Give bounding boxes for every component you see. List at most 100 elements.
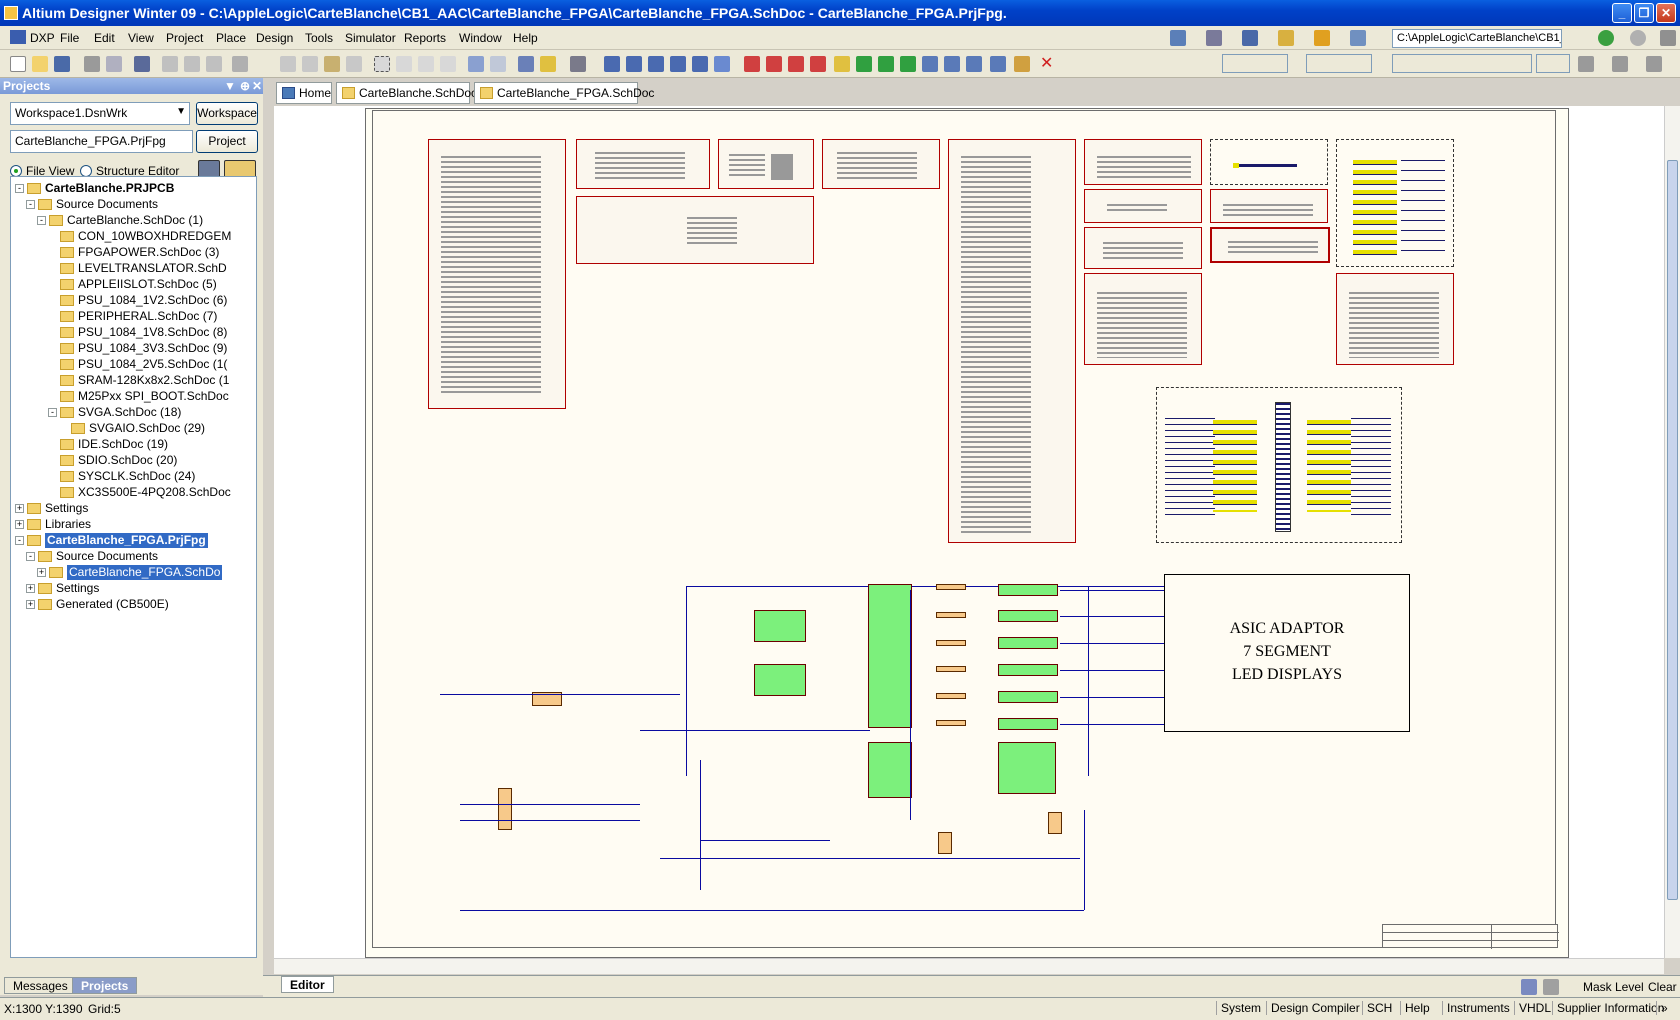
collapse-icon[interactable]: - (26, 200, 35, 209)
print-preview-icon[interactable] (106, 56, 122, 72)
tree-item[interactable]: +Generated (CB500E) (11, 597, 236, 612)
menu-simulator[interactable]: Simulator (345, 31, 396, 45)
vcc-port-2-icon[interactable] (810, 56, 826, 72)
project-button[interactable]: Project (196, 130, 258, 153)
arrange-icon[interactable] (1646, 56, 1662, 72)
tab-messages[interactable]: Messages (4, 977, 77, 994)
tree-item[interactable]: XC3S500E-4PQ208.SchDoc (11, 485, 236, 500)
ground-icon[interactable] (1242, 30, 1258, 46)
tree-item[interactable]: -Source Documents (11, 549, 236, 564)
zoom-fit-icon[interactable] (162, 56, 178, 72)
tree-item[interactable]: FPGAPOWER.SchDoc (3) (11, 245, 236, 260)
paste-icon[interactable] (324, 56, 340, 72)
tree-item[interactable]: SDIO.SchDoc (20) (11, 453, 236, 468)
sheet-symbol-icon[interactable] (856, 56, 872, 72)
tree-item[interactable]: CON_10WBOXHDREDGEM (11, 229, 236, 244)
design-compiler-button[interactable]: Design Compiler (1266, 1001, 1364, 1015)
width-combo[interactable] (1536, 54, 1570, 73)
cut-icon[interactable] (280, 56, 296, 72)
sheet-block[interactable] (576, 139, 710, 189)
tree-item[interactable]: -Source Documents (11, 197, 236, 212)
project-tree[interactable]: -CarteBlanche.PRJPCB-Source Documents-Ca… (10, 176, 257, 958)
port-icon[interactable] (922, 56, 938, 72)
tree-item[interactable]: -CarteBlanche.SchDoc (1) (11, 213, 236, 228)
move-icon[interactable] (396, 56, 412, 72)
select-area-icon[interactable] (374, 56, 390, 72)
workspace-combo[interactable]: Workspace1.DsnWrk ▼ (10, 102, 190, 125)
horizontal-scrollbar[interactable] (274, 958, 1664, 974)
menu-design[interactable]: Design (256, 31, 294, 45)
collapse-icon[interactable]: - (37, 216, 46, 225)
expand-icon[interactable]: + (15, 503, 24, 513)
sheet-block[interactable] (1084, 273, 1202, 365)
menu-help[interactable]: Help (513, 31, 538, 45)
power-port-icon[interactable] (1278, 30, 1294, 46)
net-label-icon[interactable] (1314, 30, 1330, 46)
segment-driver[interactable] (998, 691, 1058, 703)
apple-slot-interface[interactable] (1156, 387, 1402, 543)
tab-projects[interactable]: Projects (72, 977, 138, 994)
sheet-block[interactable] (1084, 189, 1202, 223)
expand-icon[interactable]: + (26, 583, 35, 593)
clear-filter-icon[interactable] (440, 56, 456, 72)
sheet-block-dashed[interactable] (1336, 139, 1454, 267)
tree-item[interactable]: LEVELTRANSLATOR.SchD (11, 261, 236, 276)
sheet-entry-icon[interactable] (878, 56, 894, 72)
tree-item[interactable]: PSU_1084_1V8.SchDoc (8) (11, 325, 236, 340)
tree-item[interactable]: -SVGA.SchDoc (18) (11, 405, 236, 420)
sheet-block[interactable] (1084, 139, 1202, 185)
more-icon[interactable]: » (1656, 1001, 1672, 1015)
device-sheet-icon[interactable] (900, 56, 916, 72)
copy-icon[interactable] (302, 56, 318, 72)
asic-adaptor-block[interactable]: ASIC ADAPTOR 7 SEGMENT LED DISPLAYS (1164, 574, 1410, 732)
new-icon[interactable] (10, 56, 26, 72)
menu-tools[interactable]: Tools (305, 31, 334, 45)
decoder-chip[interactable] (868, 742, 912, 798)
sheet-block[interactable] (428, 139, 566, 409)
help-button[interactable]: Help (1400, 1001, 1434, 1015)
tree-item[interactable]: M25Pxx SPI_BOOT.SchDoc (11, 389, 236, 404)
collapse-icon[interactable]: - (15, 184, 24, 193)
signal-harness-icon[interactable] (692, 56, 708, 72)
decoder-chip[interactable] (868, 584, 912, 728)
flip-flop[interactable] (1048, 812, 1062, 834)
flip-flop[interactable] (938, 832, 952, 854)
place-wire-icon[interactable] (604, 56, 620, 72)
counter-chip[interactable] (754, 610, 806, 642)
collapse-icon[interactable]: - (15, 536, 24, 545)
tree-item[interactable]: SVGAIO.SchDoc (29) (11, 421, 236, 436)
sheet-block-dashed[interactable] (1210, 139, 1328, 185)
sheet-block[interactable] (1084, 227, 1202, 269)
wire-tool-icon[interactable] (1170, 30, 1186, 46)
menu-dxp[interactable]: DXP (30, 31, 55, 45)
tree-item[interactable]: SRAM-128Kx8x2.SchDoc (1 (11, 373, 236, 388)
filter-icon[interactable] (1543, 979, 1559, 995)
sheet-block[interactable] (576, 196, 814, 264)
maximize-button[interactable]: ❐ (1634, 3, 1654, 23)
bus-tool-icon[interactable] (1206, 30, 1222, 46)
tab-carteblanche-fpga-schdoc[interactable]: CarteBlanche_FPGA.SchDoc (474, 82, 654, 104)
zoom-area-icon[interactable] (184, 56, 200, 72)
back-icon[interactable] (1598, 30, 1614, 46)
expand-icon[interactable]: + (15, 519, 24, 529)
sheet-block[interactable] (948, 139, 1076, 543)
tree-item[interactable]: +Libraries (11, 517, 236, 532)
junction-icon[interactable] (670, 56, 686, 72)
font-combo[interactable] (1222, 54, 1288, 73)
tree-item[interactable]: PSU_1084_1V2.SchDoc (6) (11, 293, 236, 308)
tree-item[interactable]: IDE.SchDoc (19) (11, 437, 236, 452)
gnd-port-2-icon[interactable] (766, 56, 782, 72)
options-icon[interactable] (1660, 30, 1676, 46)
menu-place[interactable]: Place (216, 31, 247, 45)
close-button[interactable]: ✕ (1656, 3, 1676, 23)
gnd-port-icon[interactable] (744, 56, 760, 72)
compile-icon[interactable] (134, 56, 150, 72)
expand-icon[interactable]: + (37, 567, 46, 577)
zoom-menu-icon[interactable] (232, 56, 248, 72)
instruments-button[interactable]: Instruments (1442, 1001, 1514, 1015)
deselect-icon[interactable] (418, 56, 434, 72)
parameter-icon[interactable] (1014, 56, 1030, 72)
segment-driver[interactable] (998, 637, 1058, 649)
harness-connector-icon[interactable] (990, 56, 1006, 72)
cross-probe-icon[interactable] (540, 56, 556, 72)
